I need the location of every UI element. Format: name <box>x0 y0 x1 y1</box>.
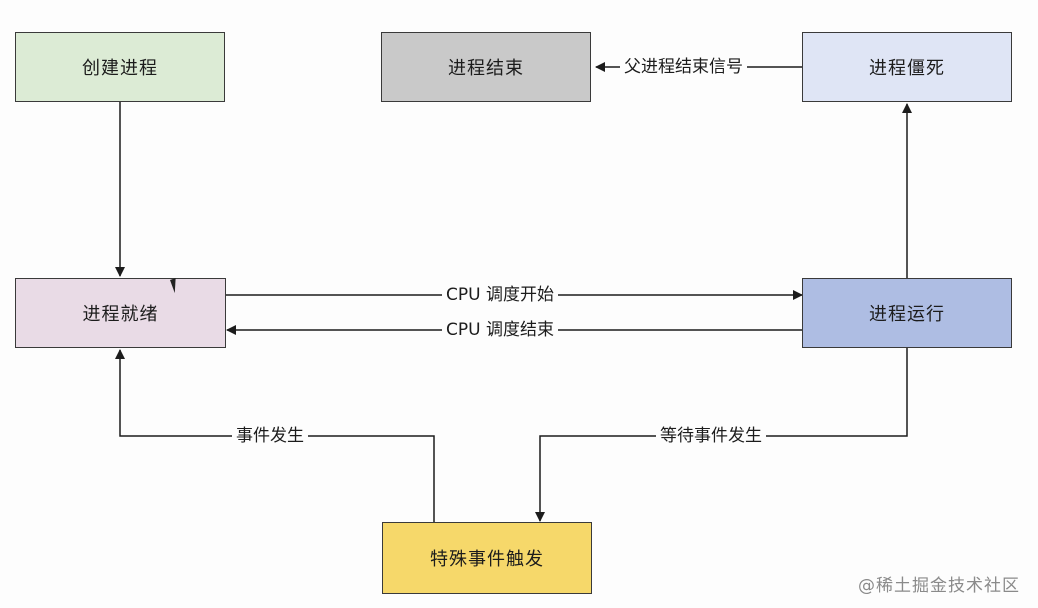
node-special-event: 特殊事件触发 <box>382 522 592 594</box>
edge-label-cpu-schedule-end: CPU 调度结束 <box>442 320 558 340</box>
node-create-process: 创建进程 <box>15 32 225 102</box>
edge-label-event-occurs: 事件发生 <box>232 426 308 446</box>
node-process-ready: 进程就绪 <box>15 278 226 348</box>
edge-label-cpu-schedule-start: CPU 调度开始 <box>442 285 558 305</box>
edge-label-wait-event: 等待事件发生 <box>656 426 766 446</box>
edge-label-parent-end-signal: 父进程结束信号 <box>620 57 747 77</box>
node-process-end: 进程结束 <box>381 32 591 102</box>
node-process-running: 进程运行 <box>802 278 1012 348</box>
node-process-zombie: 进程僵死 <box>802 32 1012 102</box>
watermark: @稀土掘金技术社区 <box>858 576 1020 596</box>
